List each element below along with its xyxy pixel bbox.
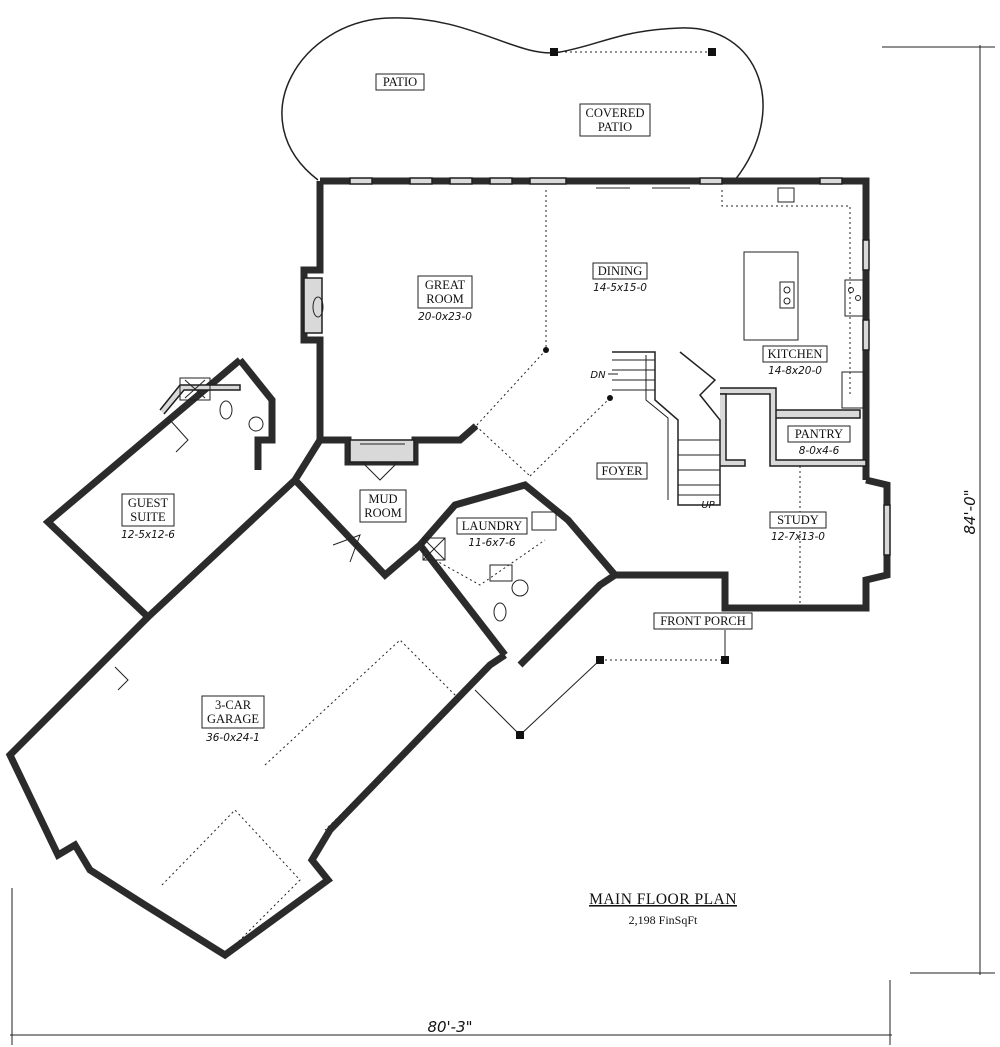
- mud-room-label: MUD: [368, 492, 397, 506]
- staircase: [608, 351, 721, 506]
- covered-patio-label: COVERED: [585, 106, 644, 120]
- great-room-size: 20-0x23-0: [418, 311, 472, 323]
- garage-size: 36-0x24-1: [206, 732, 260, 744]
- rear-windows: [349, 177, 891, 556]
- overall-depth-label: 84'-0": [961, 489, 979, 534]
- dining-foyer-divider: [475, 425, 531, 477]
- dimension-width: [10, 888, 892, 1045]
- kitchen-fixtures: [721, 187, 865, 409]
- study-size: 12-7x13-0: [771, 531, 825, 543]
- label-patio: PATIO: [375, 73, 425, 91]
- label-covered-patio: COVERED PATIO: [579, 103, 651, 137]
- label-foyer: FOYER: [596, 462, 648, 480]
- kitchen-label: KITCHEN: [768, 347, 823, 361]
- foyer-label: FOYER: [602, 464, 644, 478]
- great-room-label-2: ROOM: [426, 292, 464, 306]
- laundry-label: LAUNDRY: [462, 519, 522, 533]
- guest-suite-label: GUEST: [128, 496, 169, 510]
- label-guest-suite: GUEST SUITE 12-5x12-6: [121, 493, 175, 541]
- label-study: STUDY 12-7x13-0: [769, 511, 827, 543]
- plan-area: 2,198 FinSqFt: [629, 913, 698, 927]
- kitchen-size: 14-8x20-0: [768, 365, 822, 377]
- label-laundry: LAUNDRY 11-6x7-6: [456, 517, 528, 549]
- pantry-label: PANTRY: [795, 427, 843, 441]
- garage-doors: [114, 534, 461, 951]
- dining-label: DINING: [598, 264, 642, 278]
- mud-room-label-2: ROOM: [364, 506, 402, 520]
- stairs-down-label: DN: [590, 370, 606, 381]
- front-porch: [474, 630, 729, 739]
- overall-width-label: 80'-3": [427, 1018, 472, 1036]
- laundry-fixtures: [422, 511, 557, 622]
- label-great-room: GREAT ROOM 20-0x23-0: [417, 275, 473, 323]
- fireplace: [303, 277, 324, 334]
- plan-title: MAIN FLOOR PLAN: [589, 891, 737, 908]
- covered-patio-label-2: PATIO: [598, 120, 632, 134]
- great-room-label: GREAT: [425, 278, 466, 292]
- front-porch-label: FRONT PORCH: [660, 614, 746, 628]
- label-garage: 3-CAR GARAGE 36-0x24-1: [201, 695, 265, 744]
- mud-room-bench: [349, 439, 415, 481]
- dimension-depth: [882, 45, 995, 975]
- garage-label-2: GARAGE: [207, 712, 259, 726]
- pantry-size: 8-0x4-6: [799, 445, 840, 457]
- label-pantry: PANTRY 8-0x4-6: [787, 425, 851, 457]
- label-dining: DINING 14-5x15-0: [592, 262, 648, 294]
- guest-suite-label-2: SUITE: [130, 510, 166, 524]
- interior-walls: [720, 387, 867, 608]
- label-kitchen: KITCHEN 14-8x20-0: [762, 345, 828, 377]
- study-label: STUDY: [777, 513, 819, 527]
- great-room-divider: [475, 190, 547, 427]
- laundry-size: 11-6x7-6: [468, 537, 516, 549]
- patio-label: PATIO: [383, 75, 417, 89]
- patio-outline: [281, 17, 764, 181]
- guest-bath: [157, 377, 264, 453]
- label-mud-room: MUD ROOM: [359, 489, 407, 523]
- garage-label: 3-CAR: [215, 698, 252, 712]
- label-front-porch: FRONT PORCH: [653, 612, 753, 630]
- guest-suite-size: 12-5x12-6: [121, 529, 175, 541]
- stairs-up-label: UP: [701, 500, 715, 511]
- patio-post: [550, 48, 558, 56]
- patio-post: [708, 48, 716, 56]
- dining-size: 14-5x15-0: [593, 282, 647, 294]
